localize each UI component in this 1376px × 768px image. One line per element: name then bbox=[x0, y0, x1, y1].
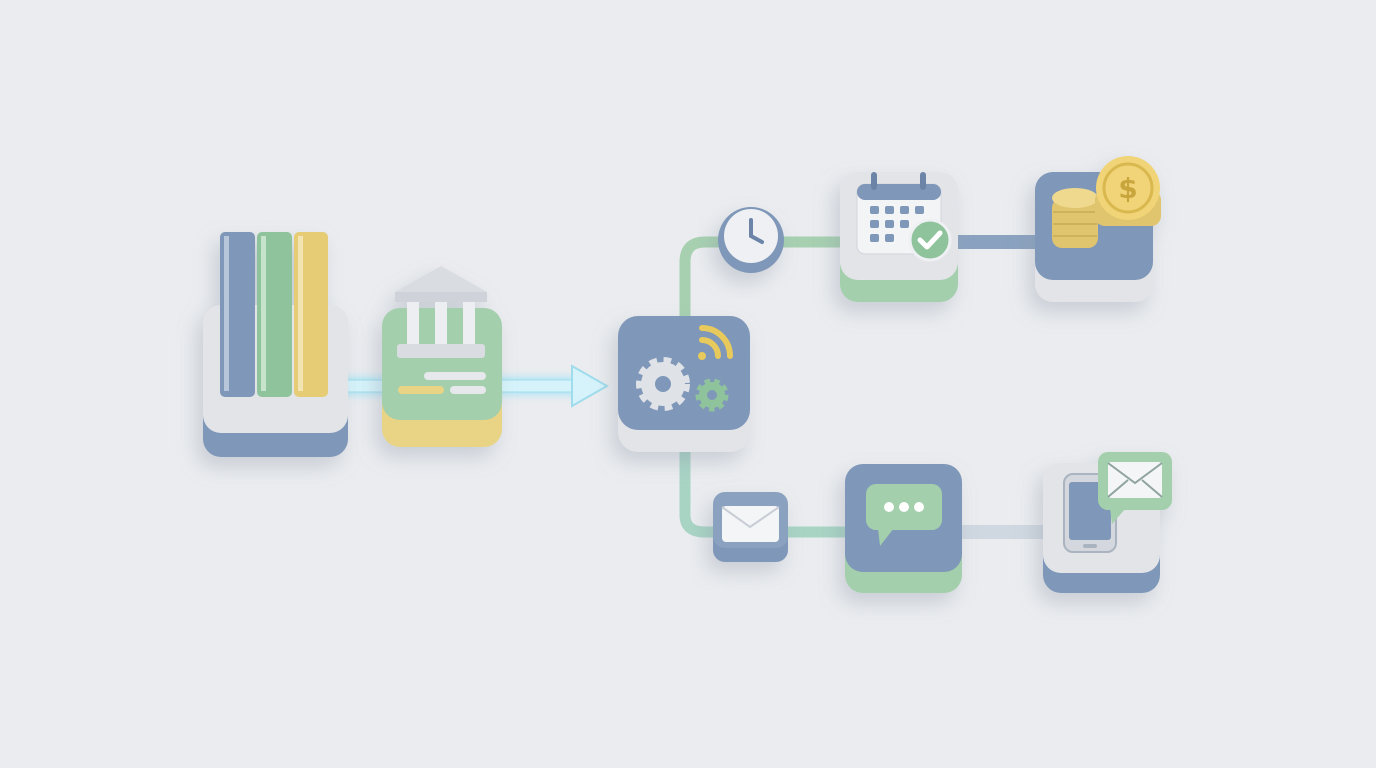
processing-node bbox=[618, 316, 750, 452]
bank-node bbox=[382, 266, 502, 447]
dollar-sign: $ bbox=[1118, 172, 1137, 205]
small-gear-icon bbox=[695, 378, 729, 412]
wifi-icon bbox=[698, 325, 733, 360]
connector-top bbox=[679, 236, 851, 322]
books-icon bbox=[220, 232, 328, 397]
clock-icon bbox=[749, 218, 764, 244]
clock-node bbox=[718, 207, 784, 273]
coins-node: $ bbox=[1035, 156, 1161, 302]
chat-bubble-icon bbox=[866, 484, 942, 546]
calendar-node bbox=[840, 172, 958, 302]
connector-bottom bbox=[679, 446, 856, 538]
gear-icon bbox=[636, 357, 690, 411]
calendar-check-icon bbox=[856, 172, 952, 262]
email-node bbox=[713, 492, 788, 562]
mail-bubble-icon bbox=[1098, 452, 1172, 524]
coins-dollar-icon: $ bbox=[1052, 156, 1161, 248]
chat-node bbox=[845, 464, 962, 593]
mobile-node bbox=[1043, 452, 1172, 593]
bank-icon bbox=[395, 266, 487, 358]
envelope-icon bbox=[721, 506, 780, 542]
books-node bbox=[203, 232, 348, 457]
